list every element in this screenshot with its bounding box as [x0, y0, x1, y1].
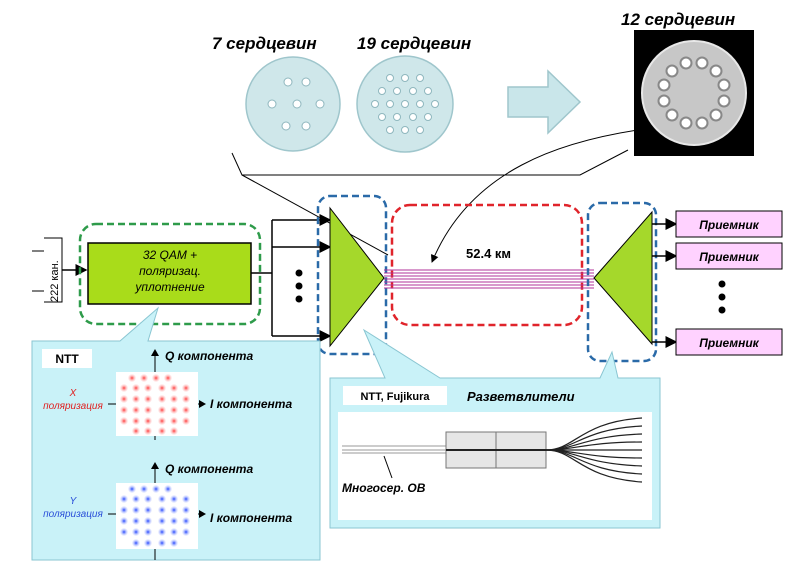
fan-out-outline [586, 201, 658, 363]
x-constellation-frame [116, 372, 198, 436]
twelve-core-cladding [641, 40, 747, 146]
fiber-bracket-line [231, 149, 629, 176]
channel-count: 222 кан. [49, 260, 61, 302]
fan-in-outline [316, 194, 388, 356]
multicore-fiber-label: Многосер. ОВ [342, 481, 426, 495]
receiver-3-label: Приемник [699, 336, 759, 350]
x-q-label: Q компонента [165, 349, 253, 363]
splitters-title: Разветвлители [467, 389, 575, 404]
seven-core-dots [267, 77, 325, 131]
ntt-label: NTT [55, 352, 79, 366]
mcf-fiber-bundle [384, 269, 594, 289]
bracket-to-link-line [241, 174, 389, 256]
fan-out-fibers [545, 417, 643, 483]
receiver-1-label: Приемник [699, 218, 759, 232]
link-distance: 52.4 км [466, 246, 511, 261]
x-pol-letter: X [69, 388, 77, 399]
receiver-2 [675, 242, 783, 270]
progression-arrow-icon [507, 69, 582, 135]
twelve-core-dots [657, 56, 731, 130]
mcf-link-outline [390, 203, 584, 327]
y-i-label: I компонента [210, 511, 292, 525]
more-branches-dots [295, 269, 303, 303]
ntt-fujikura-label: NTT, Fujikura [360, 391, 430, 403]
y-pol-word: поляризация [43, 509, 103, 520]
more-receivers-dots [718, 280, 726, 314]
ntt-badge [42, 349, 92, 368]
modulation-line-3: уплотнение [134, 280, 205, 294]
modulator-box [87, 242, 252, 305]
seven-core-label: 7 сердцевин [212, 34, 317, 53]
ntt-fujikura-badge [343, 386, 447, 405]
fan-out-device [593, 210, 653, 346]
modulation-line-2: поляризац. [139, 264, 201, 278]
y-q-label: Q компонента [165, 462, 253, 476]
fan-in-device [329, 206, 385, 348]
nineteen-core-label: 19 сердцевин [357, 34, 471, 53]
twelve-core-label: 12 сердцевин [621, 10, 735, 29]
twelve-core-pointer [430, 127, 653, 263]
y-constellation-frame [116, 483, 198, 549]
receiver-3 [675, 328, 783, 356]
x-pol-word: поляризация [43, 401, 103, 412]
input-fiber [342, 445, 448, 454]
receiver-2-label: Приемник [699, 250, 759, 264]
y-constellation [120, 485, 190, 547]
x-i-label: I компонента [210, 397, 292, 411]
modulation-line-1: 32 QAM + [143, 248, 197, 262]
nineteen-core-dots [371, 74, 439, 134]
receiver-1 [675, 210, 783, 238]
y-pol-letter: Y [70, 496, 78, 507]
x-constellation [120, 374, 190, 435]
